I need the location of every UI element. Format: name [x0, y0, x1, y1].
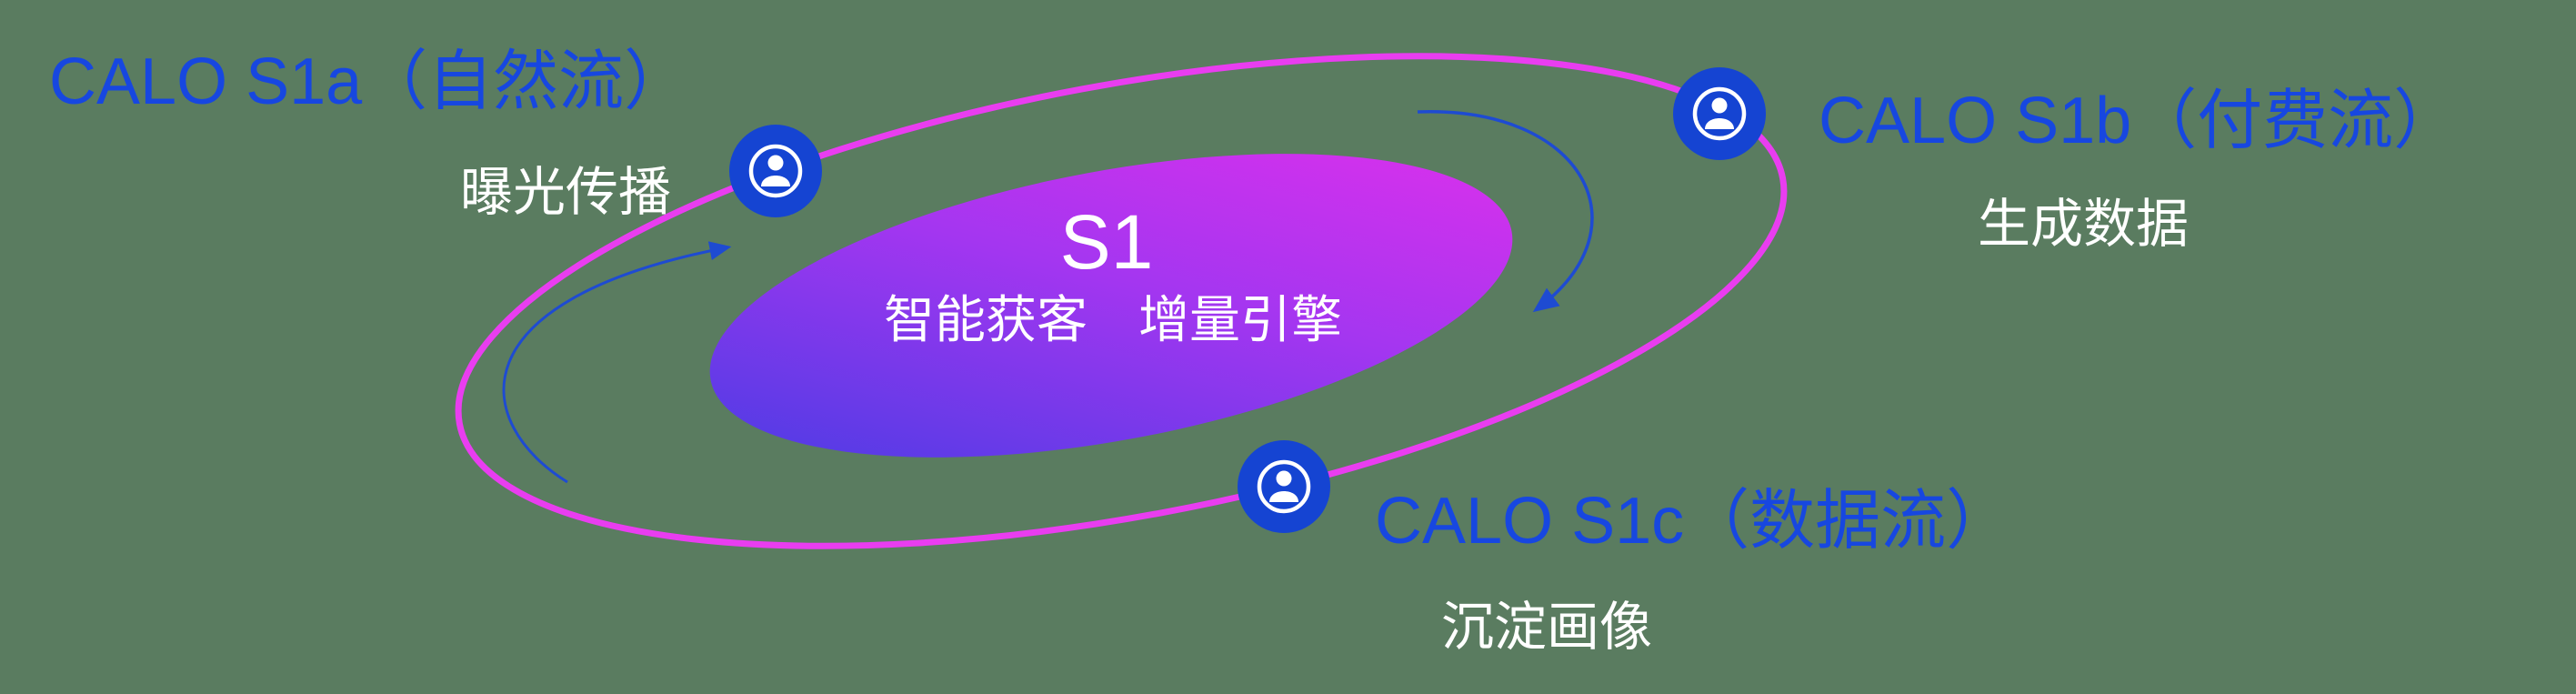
node-s1b: [1673, 67, 1766, 160]
label-s1c: CALO S1c（数据流）: [1375, 485, 2011, 558]
node-s1a: [729, 125, 822, 217]
sublabel-s1b: 生成数据: [1978, 195, 2189, 254]
node-s1b-circle: [1673, 67, 1766, 160]
arrow-right-down: [1417, 110, 1594, 313]
label-s1b: CALO S1b（付费流）: [1819, 85, 2459, 157]
arrow-left-up: [502, 241, 732, 484]
node-s1a-circle: [729, 125, 822, 217]
core-ellipse: [709, 154, 1513, 458]
core-subtitle: 智能获客 增量引擎: [884, 291, 1342, 348]
orbit-ring: [455, 53, 1788, 549]
sublabel-s1a: 曝光传播: [460, 163, 671, 222]
sublabel-s1c: 沉淀画像: [1441, 598, 1652, 657]
node-s1c-circle: [1238, 440, 1330, 533]
label-s1a: CALO S1a（自然流）: [49, 45, 689, 118]
core-title: S1: [1060, 199, 1154, 285]
node-s1c: [1238, 440, 1330, 533]
